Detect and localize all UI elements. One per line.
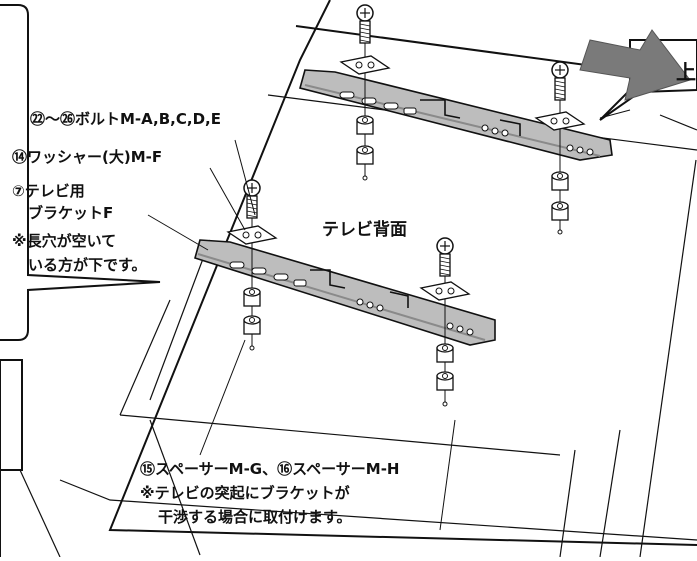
bolt-thread-icon bbox=[439, 272, 451, 276]
bolt-thread-icon bbox=[554, 96, 566, 100]
leader-lines bbox=[147, 109, 631, 531]
washer-icon bbox=[339, 55, 391, 75]
label-washer: ⑭ワッシャー(大)M-F bbox=[12, 148, 163, 166]
bolt-thread-icon bbox=[359, 27, 371, 31]
washer-hole-icon bbox=[367, 61, 375, 69]
bolt-thread-icon bbox=[246, 206, 258, 210]
washer-icon bbox=[226, 225, 278, 245]
bolt-thread-icon bbox=[359, 39, 371, 43]
spacer-hole-icon bbox=[557, 173, 563, 179]
spacer-hole-icon bbox=[249, 317, 255, 323]
axis-end-icon bbox=[557, 229, 563, 235]
label-tv-back: テレビ背面 bbox=[322, 220, 407, 240]
axis-end-icon bbox=[362, 175, 368, 181]
washer-hole-icon bbox=[435, 287, 443, 295]
label-spacer-note-line2: 干渉する場合に取付けます。 bbox=[158, 508, 352, 526]
label-bracket-line1: ⑦テレビ用 bbox=[12, 182, 85, 200]
label-spacer-note-line1: ※テレビの突起にブラケットが bbox=[140, 484, 350, 502]
bolt-thread-icon bbox=[359, 35, 371, 39]
label-up: 上 bbox=[676, 60, 696, 84]
bolt-thread-icon bbox=[246, 198, 258, 202]
label-spacer: ⑮スペーサーM-G、⑯スペーサーM-H bbox=[140, 460, 400, 478]
label-bracket-line2: ブラケットF bbox=[28, 204, 114, 222]
bolt-thread-icon bbox=[359, 31, 371, 35]
spacer-hole-icon bbox=[249, 289, 255, 295]
bolt-thread-icon bbox=[439, 268, 451, 272]
bolt-thread-icon bbox=[554, 92, 566, 96]
hardware-stacks bbox=[226, 4, 586, 407]
spacer-hole-icon bbox=[442, 345, 448, 351]
side-panel bbox=[0, 359, 23, 471]
washer-hole-icon bbox=[242, 231, 250, 239]
washer-icon bbox=[534, 111, 586, 131]
bolt-thread-icon bbox=[439, 256, 451, 260]
bolt-thread-icon bbox=[554, 80, 566, 84]
axis-end-icon bbox=[442, 401, 448, 407]
label-note-line2: いる方が下です。 bbox=[28, 256, 147, 274]
bolt-thread-icon bbox=[246, 210, 258, 214]
spacer-hole-icon bbox=[362, 147, 368, 153]
bolt-thread-icon bbox=[439, 260, 451, 264]
bolt-thread-icon bbox=[554, 88, 566, 92]
lower-bracket bbox=[194, 239, 496, 346]
label-note-line1: ※長穴が空いて bbox=[12, 232, 117, 250]
bolt-thread-icon bbox=[359, 23, 371, 27]
bolt-thread-icon bbox=[554, 84, 566, 88]
washer-hole-icon bbox=[550, 117, 558, 125]
washer-hole-icon bbox=[355, 61, 363, 69]
axis-end-icon bbox=[249, 345, 255, 351]
callout-box bbox=[0, 4, 161, 471]
spacer-hole-icon bbox=[442, 373, 448, 379]
washer-icon bbox=[419, 281, 471, 301]
spacer-hole-icon bbox=[362, 117, 368, 123]
washer-hole-icon bbox=[447, 287, 455, 295]
up-arrow-icon bbox=[579, 29, 691, 101]
washer-hole-icon bbox=[254, 231, 262, 239]
bolt-thread-icon bbox=[439, 264, 451, 268]
spacer-hole-icon bbox=[557, 203, 563, 209]
bolt-thread-icon bbox=[246, 214, 258, 218]
label-bolts: ㉒〜㉖ボルトM-A,B,C,D,E bbox=[30, 110, 221, 128]
washer-hole-icon bbox=[562, 117, 570, 125]
upper-bracket bbox=[299, 69, 613, 161]
